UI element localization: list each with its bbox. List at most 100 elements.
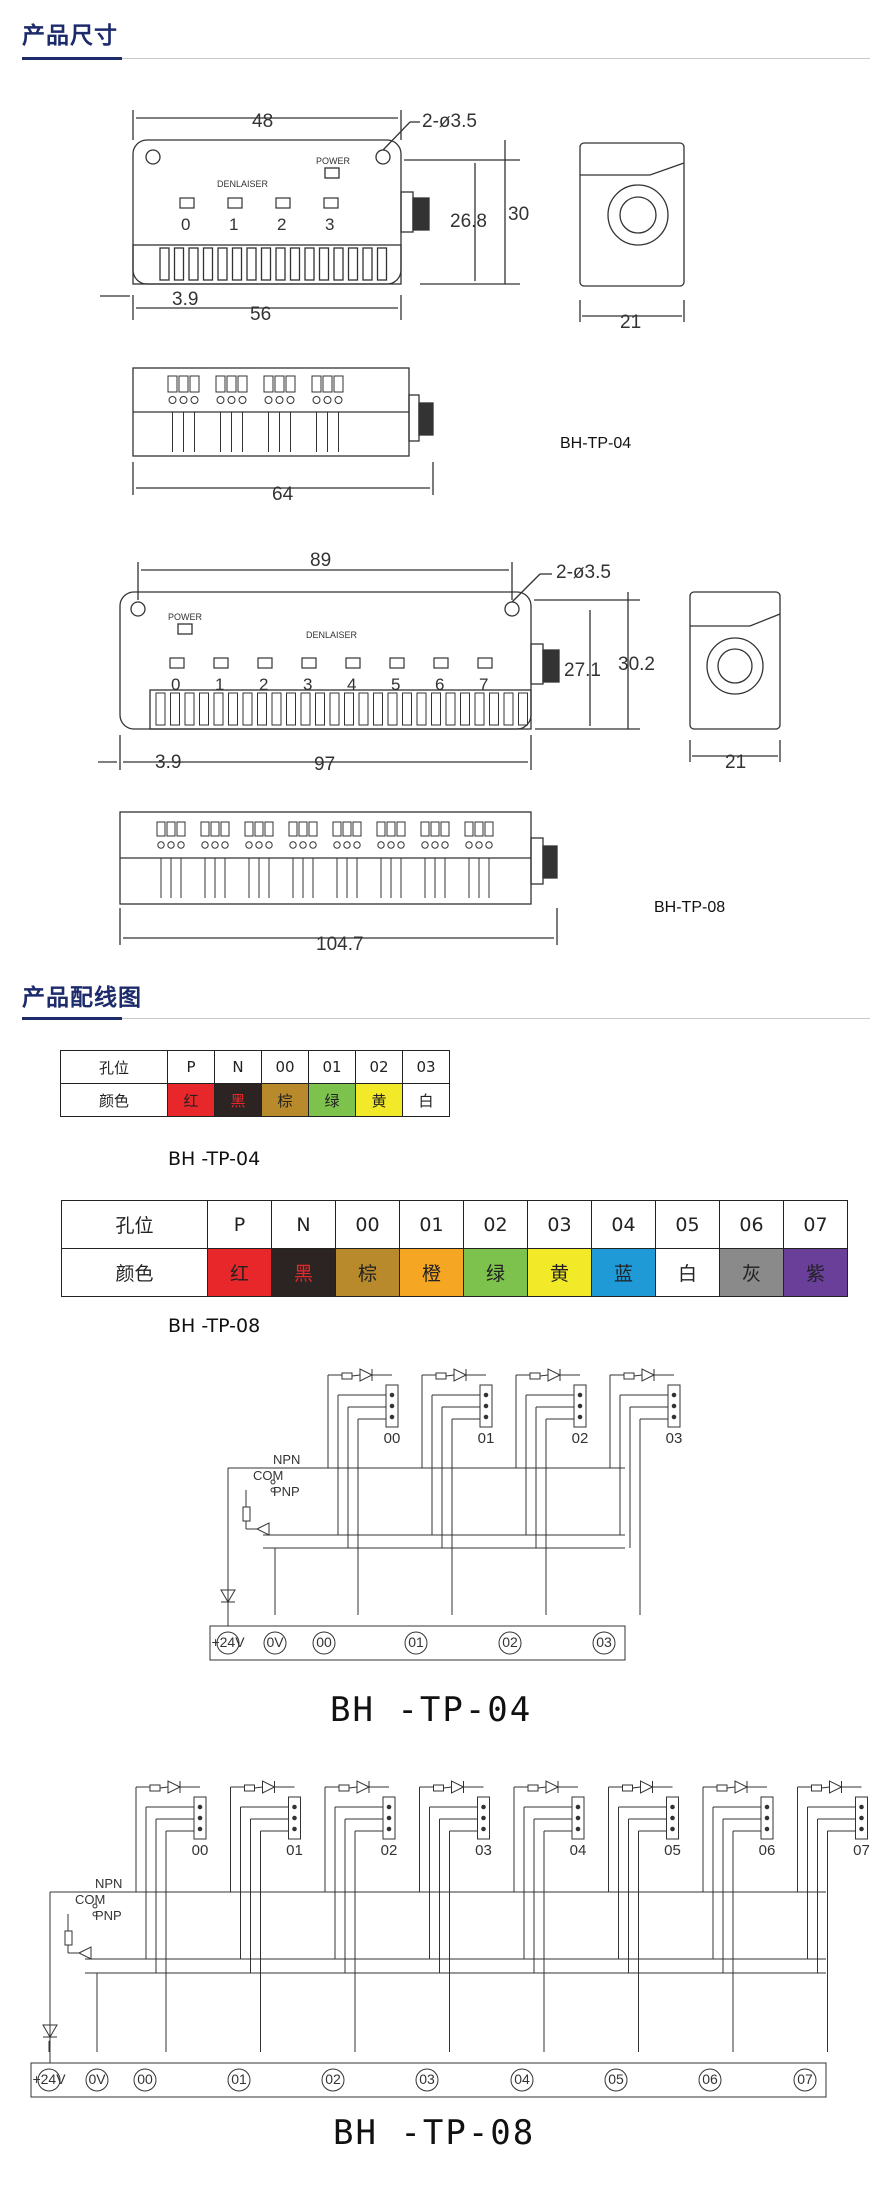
tp04-dim-h1: 26.8 [450, 211, 487, 232]
section-rule-2 [22, 1017, 870, 1020]
tp08-channel-label: 4 [347, 675, 356, 694]
table-position-cell: 01 [399, 1200, 464, 1249]
tp08-channel-label: 7 [479, 675, 488, 694]
table-color-cell: 紫 [783, 1248, 848, 1297]
channel-connector [382, 1796, 396, 1840]
tp04-front-drawing: 48 2-ø3.5 56 3.9 26.8 30 21 64 POWER DEN… [100, 110, 685, 500]
table-color-label: 颜色 [61, 1248, 208, 1297]
terminal-circle [404, 1631, 428, 1655]
channel-label: 03 [475, 1842, 492, 1859]
channel-connector [193, 1796, 207, 1840]
tp08-dim-h1: 27.1 [564, 660, 601, 681]
terminal-label: 03 [419, 2071, 435, 2087]
terminal-circle [227, 2068, 251, 2092]
table-position-cell: 04 [591, 1200, 656, 1249]
channel-connector [288, 1796, 301, 1840]
tp08-channel-label: 6 [435, 675, 444, 694]
tp08-dim-hole: 2-ø3.5 [556, 562, 611, 583]
terminal-label: 00 [316, 1634, 332, 1650]
table-position-cell: 02 [355, 1050, 403, 1084]
tp04-channel-label: 3 [325, 215, 334, 234]
table-position-cell: 03 [527, 1200, 592, 1249]
tp08-dim-length: 104.7 [316, 934, 364, 955]
terminal-label: 00 [137, 2071, 153, 2087]
table-color-cell: 红 [207, 1248, 272, 1297]
channel-connector [760, 1796, 774, 1840]
tp08-brand: DENLAISER [306, 630, 358, 640]
tp04-dim-hole: 2-ø3.5 [422, 111, 477, 132]
tp04-dim-side: 21 [620, 312, 641, 333]
terminal-label: +24V [211, 1634, 245, 1650]
table-tp04-caption: BH -TP-04 [168, 1148, 261, 1170]
channel-label: 06 [759, 1842, 776, 1859]
tp08-dim-h2: 30.2 [618, 654, 655, 675]
terminal-circle [133, 2068, 157, 2092]
terminal-label: 01 [231, 2071, 247, 2087]
tp04-dim-h2: 30 [508, 204, 529, 225]
tp04-channel-label: 1 [229, 215, 238, 234]
terminal-circle [263, 1631, 287, 1655]
terminal-label: 04 [514, 2071, 530, 2087]
terminal-label: 0V [266, 1634, 284, 1650]
tp08-model-label: BH-TP-08 [654, 899, 725, 916]
table-position-cell: P [167, 1050, 215, 1084]
terminal-label: +24V [32, 2071, 66, 2087]
tp04-dim-length: 64 [272, 484, 294, 500]
tp08-channel-label: 2 [259, 675, 268, 694]
table-color-cell: 黑 [214, 1083, 262, 1117]
terminal-label: 03 [596, 1634, 612, 1650]
terminal-label: 05 [608, 2071, 624, 2087]
tp08-channel-label: 1 [215, 675, 224, 694]
tp04-channel-label: 0 [181, 215, 190, 234]
channel-connector [385, 1384, 399, 1428]
section-title-dimensions: 产品尺寸 [22, 23, 118, 49]
channel-connector [855, 1796, 868, 1840]
channel-label: 02 [572, 1430, 589, 1447]
tp08-channel-label: 3 [303, 675, 312, 694]
tp08-dim-top: 89 [310, 550, 331, 571]
table-position-cell: 06 [719, 1200, 784, 1249]
table-color-cell: 绿 [308, 1083, 356, 1117]
channel-connector [571, 1796, 585, 1840]
channel-label: 01 [286, 1842, 303, 1859]
tp08-power-label: POWER [168, 612, 203, 622]
tp04-model-label: BH-TP-04 [560, 435, 631, 452]
tp08-dim-left: 3.9 [155, 752, 181, 773]
section-rule [22, 57, 870, 60]
channel-label: 02 [381, 1842, 398, 1859]
tp08-front-drawing: 89 2-ø3.5 97 3.9 27.1 30.2 21 104.7 POWE… [98, 550, 781, 955]
table-position-cell: 03 [402, 1050, 450, 1084]
table-color-cell: 绿 [463, 1248, 528, 1297]
table-position-cell: 02 [463, 1200, 528, 1249]
terminal-label: 02 [502, 1634, 518, 1650]
table-position-cell: 00 [261, 1050, 309, 1084]
tp04-brand: DENLAISER [217, 179, 269, 189]
terminal-circle [216, 1631, 240, 1655]
table-position-cell: N [271, 1200, 336, 1249]
table-color-cell: 棕 [335, 1248, 400, 1297]
table-position-cell: 07 [783, 1200, 848, 1249]
table-position-cell: 00 [335, 1200, 400, 1249]
table-header-label: 孔位 [60, 1050, 168, 1084]
table-color-label: 颜色 [60, 1083, 168, 1117]
tp04-dim-left: 3.9 [172, 289, 198, 310]
terminal-circle [793, 2068, 817, 2092]
table-position-cell: 05 [655, 1200, 720, 1249]
table-color-cell: 棕 [261, 1083, 309, 1117]
terminal-label: 01 [408, 1634, 424, 1650]
table-color-cell: 红 [167, 1083, 215, 1117]
tp04-channel-label: 2 [277, 215, 286, 234]
table-color-cell: 白 [655, 1248, 720, 1297]
terminal-label: 0V [88, 2071, 106, 2087]
terminal-circle [415, 2068, 439, 2092]
terminal-circle [604, 2068, 628, 2092]
table-tp08-caption: BH -TP-08 [168, 1315, 261, 1337]
wiring-tp04-title: BH -TP-04 [330, 1690, 533, 1730]
channel-label: 01 [478, 1430, 495, 1447]
terminal-label: 02 [325, 2071, 341, 2087]
channel-label: 05 [664, 1842, 681, 1859]
terminal-circle [592, 1631, 616, 1655]
channel-connector [479, 1384, 493, 1428]
